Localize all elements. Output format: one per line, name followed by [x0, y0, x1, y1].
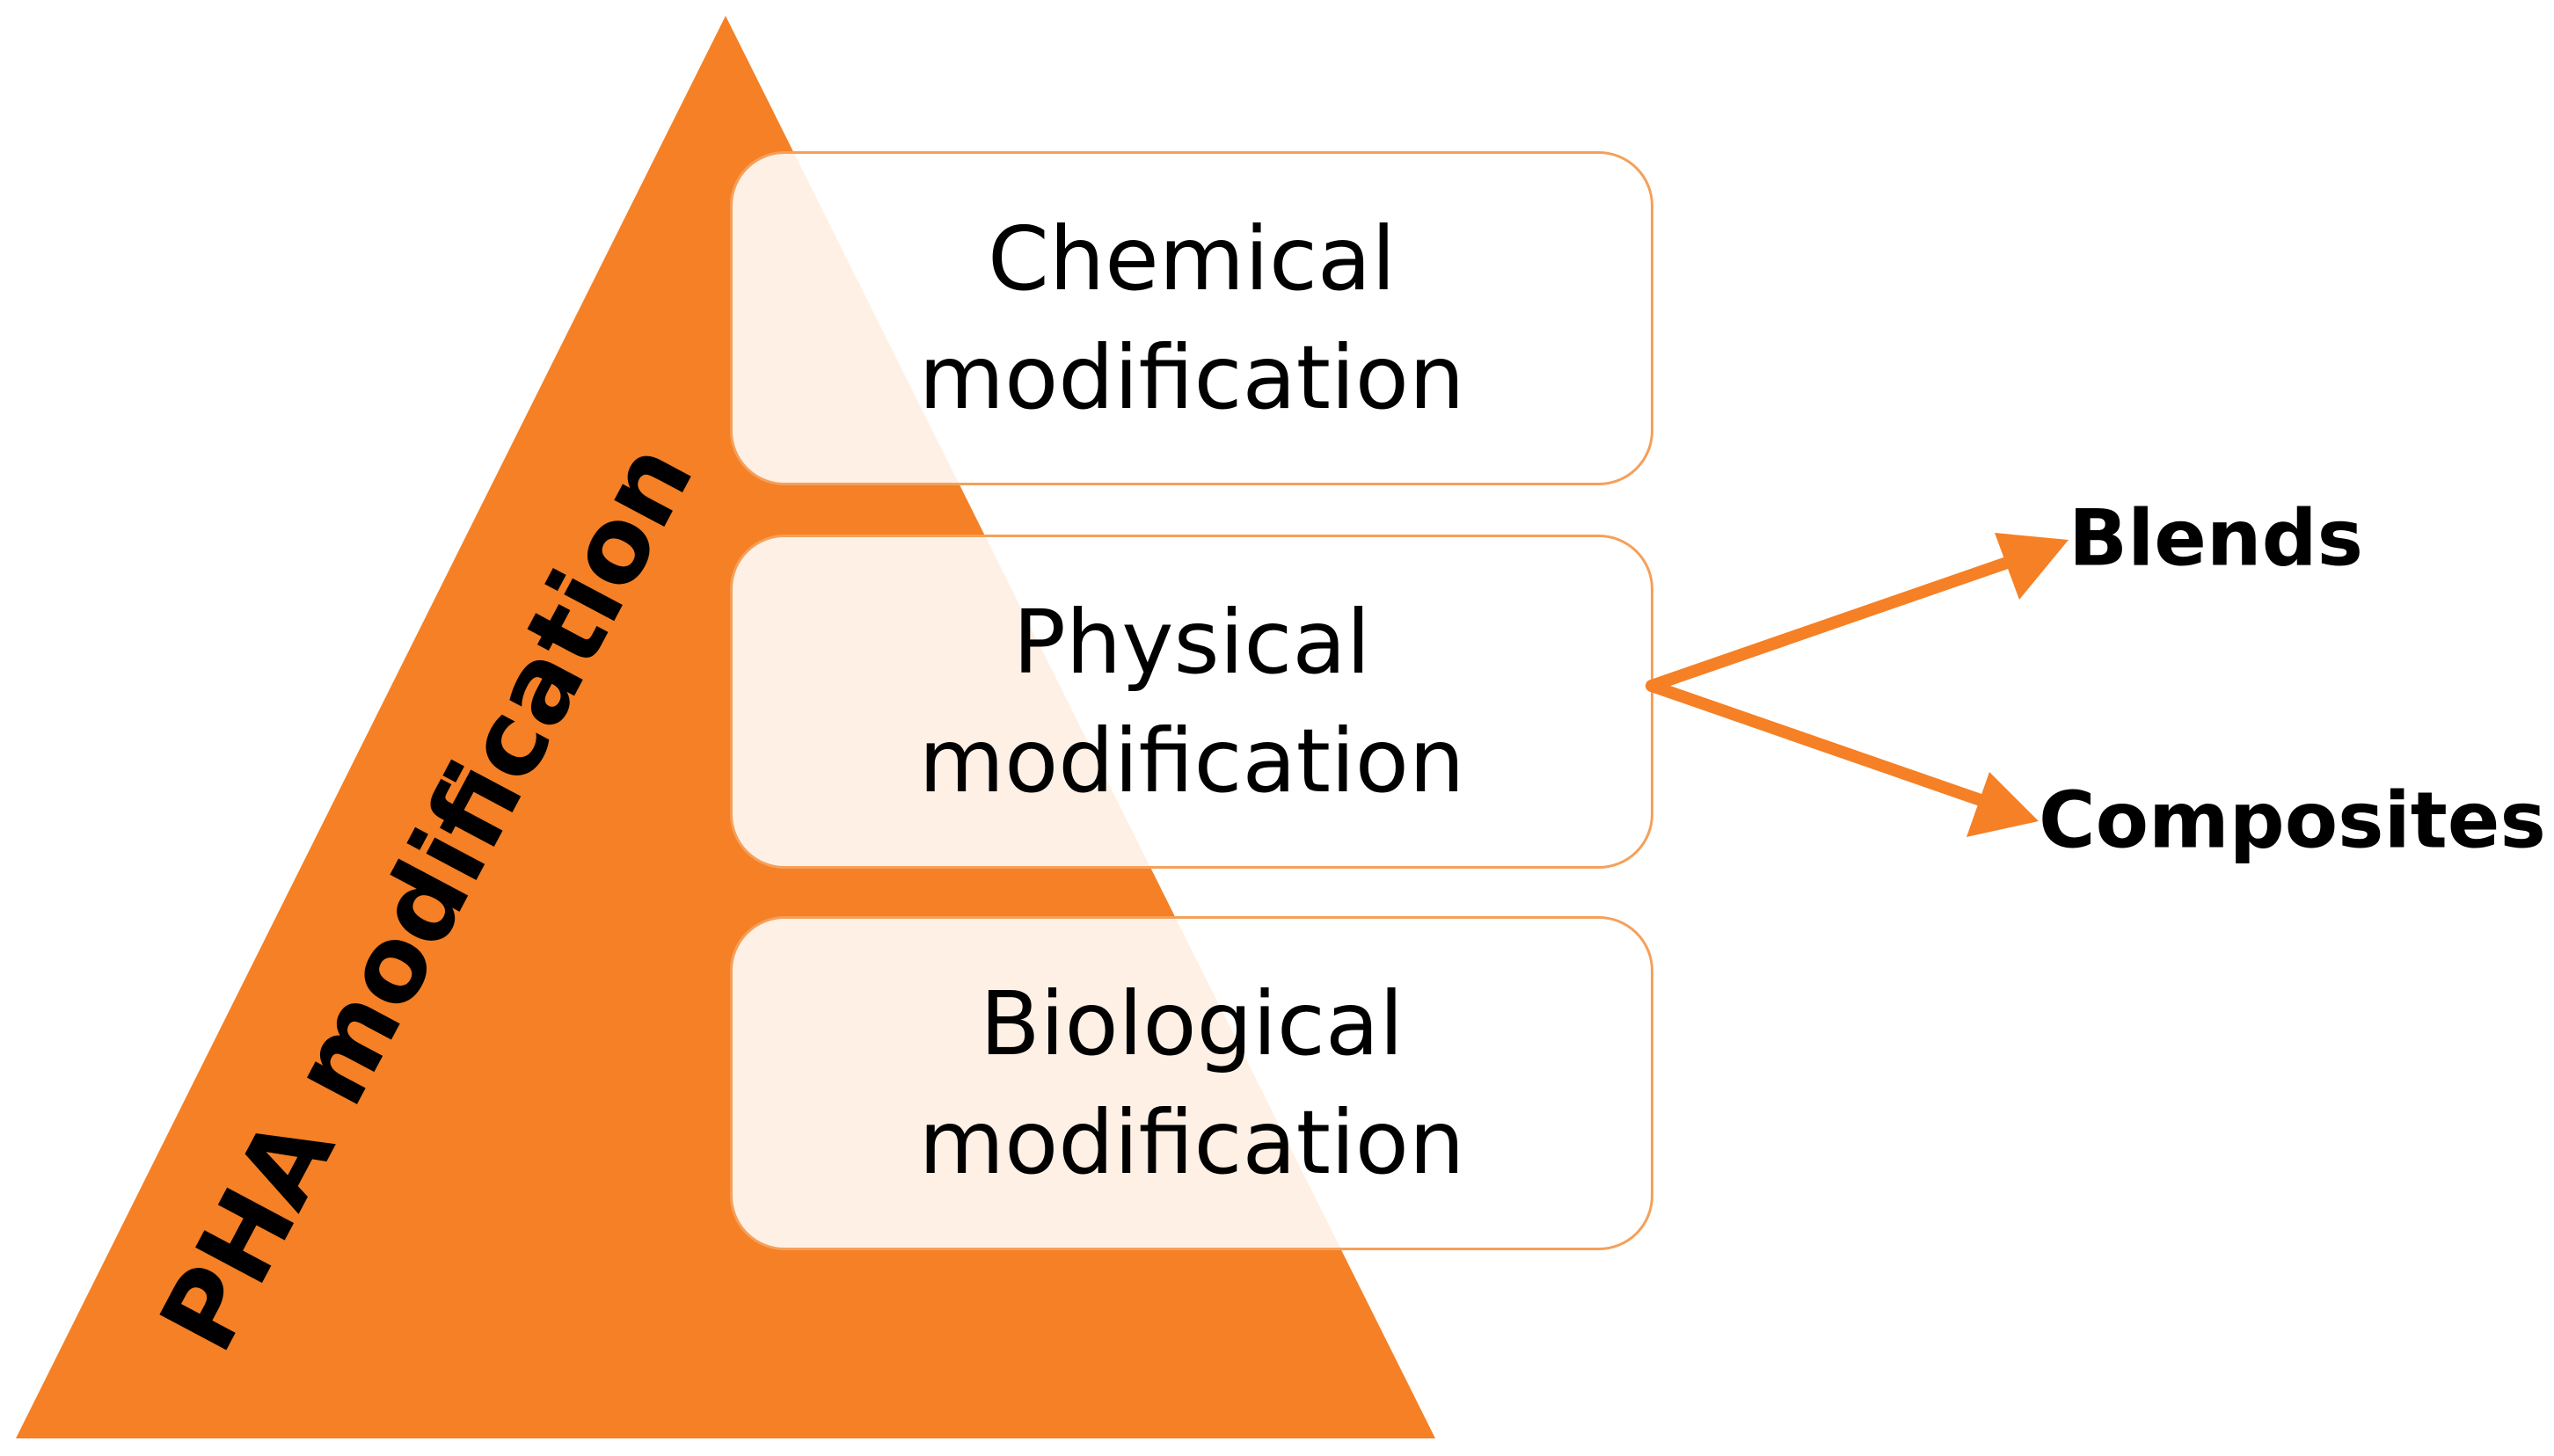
biological-modification-box: Biological modification [730, 916, 1653, 1250]
box-title: Physical [1012, 591, 1371, 694]
arrow-to-blends [1646, 557, 2013, 692]
arrow-head-composites [1967, 772, 2039, 837]
box-subtitle: modification [918, 710, 1465, 812]
composites-label: Composites [2039, 775, 2546, 866]
physical-modification-box: Physical modification [730, 535, 1653, 869]
blends-label: Blends [2069, 492, 2363, 584]
box-subtitle: modification [918, 326, 1465, 429]
arrow-to-composites [1646, 680, 1987, 806]
box-title: Biological [980, 972, 1404, 1075]
box-title: Chemical [988, 207, 1396, 310]
chemical-modification-box: Chemical modification [730, 151, 1653, 485]
arrow-head-blends [1995, 533, 2069, 600]
box-subtitle: modification [918, 1091, 1465, 1194]
